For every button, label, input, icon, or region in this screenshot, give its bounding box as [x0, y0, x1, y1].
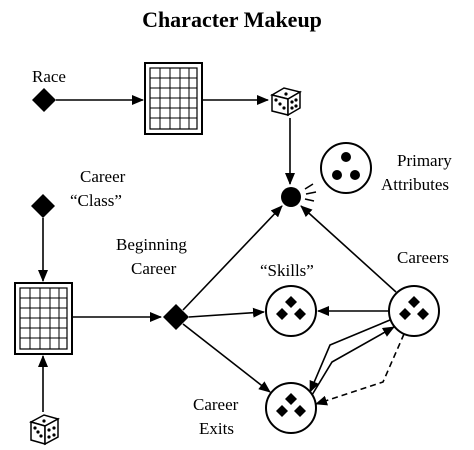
career-exits-dot-circle-icon	[265, 382, 317, 434]
beginning-to-skills-arrow	[188, 307, 265, 318]
exits-to-careers-arrow	[311, 326, 395, 396]
careers-label: Careers	[397, 248, 449, 267]
primary-attributes-label-line2: Attributes	[381, 175, 449, 194]
beginning-career-label-line2: Career	[131, 259, 177, 278]
career-dice-icon	[29, 414, 60, 446]
race-dice-icon	[270, 87, 302, 117]
career-exits-label-line2: Exits	[199, 419, 234, 438]
beginning-career-diamond-icon	[163, 304, 189, 330]
career-table-grid-icon	[14, 282, 73, 355]
beginning-to-exits-arrow	[182, 323, 271, 393]
career-exits-label-line1: Career	[193, 395, 239, 414]
race-diamond-icon	[32, 88, 56, 112]
diagram-title: Character Makeup	[142, 7, 322, 32]
skills-dot-circle-icon	[265, 285, 317, 337]
beginning-to-attributes-arrow	[182, 205, 283, 311]
careers-to-exits-arrow	[309, 319, 391, 393]
primary-attributes-label-line1: Primary	[397, 151, 452, 170]
primary-attributes-dot-circle-icon	[320, 142, 372, 194]
career-class-label-line1: Career	[80, 167, 126, 186]
race-table-grid-icon	[144, 62, 203, 135]
sparkle-icon	[304, 183, 317, 202]
career-class-diamond-icon	[31, 194, 55, 218]
attribute-merge-filled-circle-icon	[281, 187, 301, 207]
beginning-career-label-line1: Beginning	[116, 235, 187, 254]
skills-label: “Skills”	[260, 261, 314, 280]
careers-to-exits-dashed-arrow	[315, 333, 405, 406]
career-class-label-line2: “Class”	[70, 191, 122, 210]
careers-to-attributes-arrow	[300, 205, 397, 293]
race-label: Race	[32, 67, 66, 86]
careers-dot-circle-icon	[388, 285, 440, 337]
